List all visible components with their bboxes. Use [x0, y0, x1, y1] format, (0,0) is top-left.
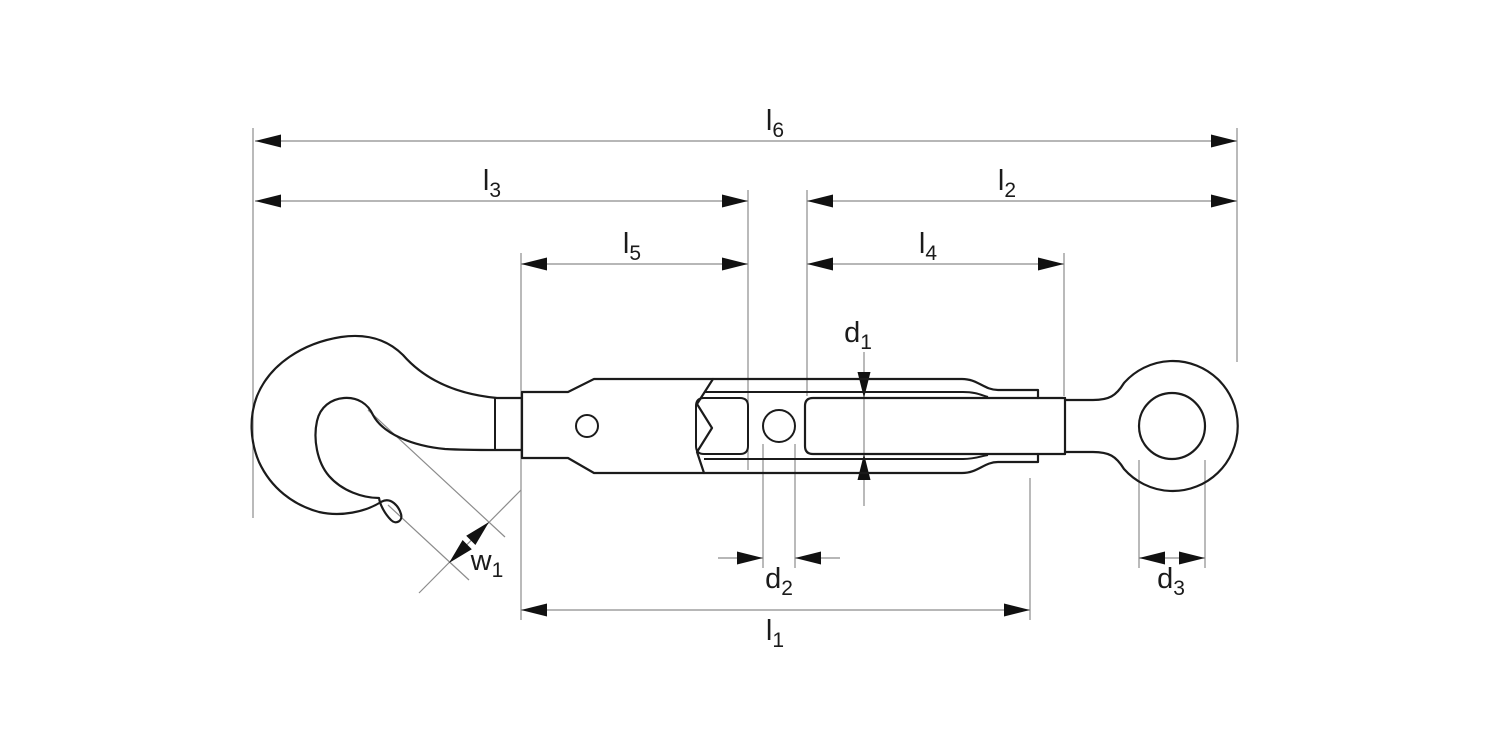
dimension-line-w1: [418, 489, 522, 594]
hook-fitting-outline: [520, 377, 715, 475]
label-l2: l2: [998, 165, 1016, 202]
label-d3-letter: d: [1157, 563, 1173, 595]
extension-line-hook-tip: [387, 504, 470, 581]
label-d2-letter: d: [765, 563, 781, 595]
eye-outline: [1063, 359, 1239, 493]
arrow-down-left-icon: [449, 540, 472, 563]
arrow-down-icon: [857, 372, 871, 398]
label-l3-letter: l: [483, 165, 489, 197]
label-w1: w1: [470, 545, 504, 582]
arrow-up-right-icon: [466, 522, 489, 545]
frame-top-outer: [711, 377, 1040, 400]
dimension-d1: d1: [844, 317, 872, 506]
arrow-right-icon: [1179, 551, 1205, 565]
arrow-right-icon: [1211, 194, 1237, 208]
label-l5-letter: l: [623, 228, 629, 260]
arrow-left-icon: [1139, 551, 1165, 565]
label-l6: l6: [766, 105, 784, 142]
eye-rod: [803, 396, 1067, 456]
label-l4: l4: [919, 228, 937, 265]
arrow-left-icon: [807, 194, 833, 208]
arrow-right-icon: [722, 194, 748, 208]
arrow-left-icon: [255, 194, 281, 208]
label-d2-sub: 2: [781, 577, 793, 600]
arrow-right-icon: [737, 551, 763, 565]
arrow-left-icon: [255, 134, 281, 148]
fitting-hole: [575, 414, 599, 438]
dimension-l6: l6: [255, 105, 1237, 148]
arrow-left-icon: [807, 257, 833, 271]
label-d1-letter: d: [844, 317, 860, 349]
label-d2: d2: [765, 563, 793, 600]
label-l6-sub: 6: [772, 119, 784, 142]
dimension-l2: l2: [807, 165, 1237, 208]
turnbuckle-part: [250, 334, 1239, 524]
arrow-left-icon: [795, 551, 821, 565]
label-w1-sub: 1: [492, 559, 504, 582]
dimension-d3: d3: [1139, 551, 1205, 600]
eye-hole: [1137, 391, 1207, 461]
dimension-l1: l1: [521, 603, 1030, 652]
label-l3-sub: 3: [489, 179, 501, 202]
dimension-l5: l5: [521, 228, 748, 271]
arrow-right-icon: [1004, 603, 1030, 617]
label-d3: d3: [1157, 563, 1185, 600]
label-l5-sub: 5: [629, 242, 641, 265]
dimension-l4: l4: [807, 228, 1064, 271]
label-l1-sub: 1: [772, 629, 784, 652]
dimension-d2: d2: [718, 551, 840, 600]
label-l2-letter: l: [998, 165, 1004, 197]
label-l6-letter: l: [766, 105, 772, 137]
label-l5: l5: [623, 228, 641, 265]
frame-bottom-inner: [704, 454, 989, 460]
arrow-left-icon: [521, 603, 547, 617]
arrow-up-icon: [857, 454, 871, 480]
label-l4-sub: 4: [925, 242, 937, 265]
label-l3: l3: [483, 165, 501, 202]
extension-line-hook-throat-upper: [367, 409, 506, 538]
label-d1-sub: 1: [860, 331, 872, 354]
dimension-w1: w1: [418, 489, 522, 594]
arrow-right-icon: [1211, 134, 1237, 148]
hook-outline: [250, 334, 524, 524]
dimension-l3: l3: [255, 165, 748, 208]
label-d3-sub: 3: [1173, 577, 1185, 600]
arrow-left-icon: [521, 257, 547, 271]
label-l2-sub: 2: [1004, 179, 1016, 202]
label-l1-letter: l: [766, 615, 772, 647]
arrow-right-icon: [722, 257, 748, 271]
frame-bottom-outer: [702, 452, 1040, 475]
frame-top-inner: [705, 391, 989, 398]
arrow-right-icon: [1038, 257, 1064, 271]
hook-rod-end: [695, 397, 749, 455]
label-d1: d1: [844, 317, 872, 354]
label-l4-letter: l: [919, 228, 925, 260]
extension-lines: [252, 128, 1238, 620]
label-l1: l1: [766, 615, 784, 652]
pin-hole: [762, 409, 796, 443]
label-w1-letter: w: [470, 545, 493, 577]
